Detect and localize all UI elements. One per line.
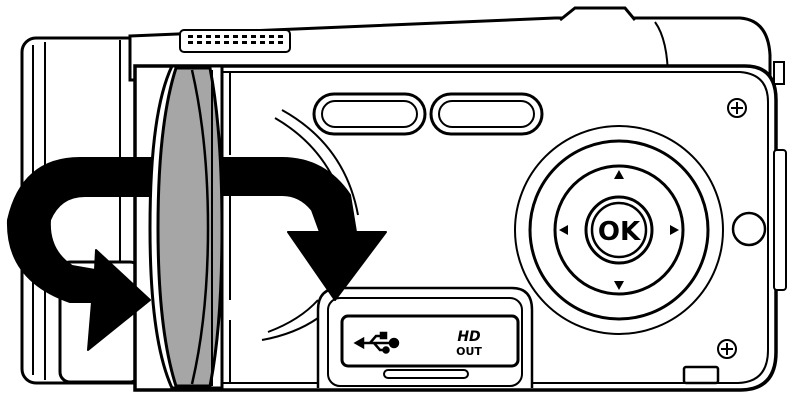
screw-icon bbox=[727, 98, 747, 118]
hd-label: HD bbox=[457, 329, 480, 345]
speaker-grille bbox=[179, 29, 291, 53]
right-arrow-icon bbox=[670, 225, 679, 235]
left-arrow-icon bbox=[559, 225, 568, 235]
navigation-pad: OK bbox=[514, 125, 724, 335]
status-indicator bbox=[682, 365, 720, 385]
ok-button-label: OK bbox=[598, 217, 641, 247]
side-round-button bbox=[731, 211, 767, 247]
out-label: OUT bbox=[456, 345, 482, 358]
up-arrow-icon bbox=[614, 170, 624, 179]
curved-arrow-icon bbox=[6, 157, 161, 351]
top-pill-buttons bbox=[312, 92, 544, 136]
screw-icon bbox=[717, 339, 737, 359]
lcd-screen-edge bbox=[148, 64, 231, 390]
motion-lines bbox=[261, 109, 359, 341]
down-arrow-icon bbox=[614, 281, 624, 290]
hd-out-label: HD OUT bbox=[456, 329, 482, 358]
curved-arrow-icon bbox=[221, 157, 387, 301]
usb-icon bbox=[353, 331, 400, 354]
connector-cover: HD OUT bbox=[316, 286, 534, 388]
